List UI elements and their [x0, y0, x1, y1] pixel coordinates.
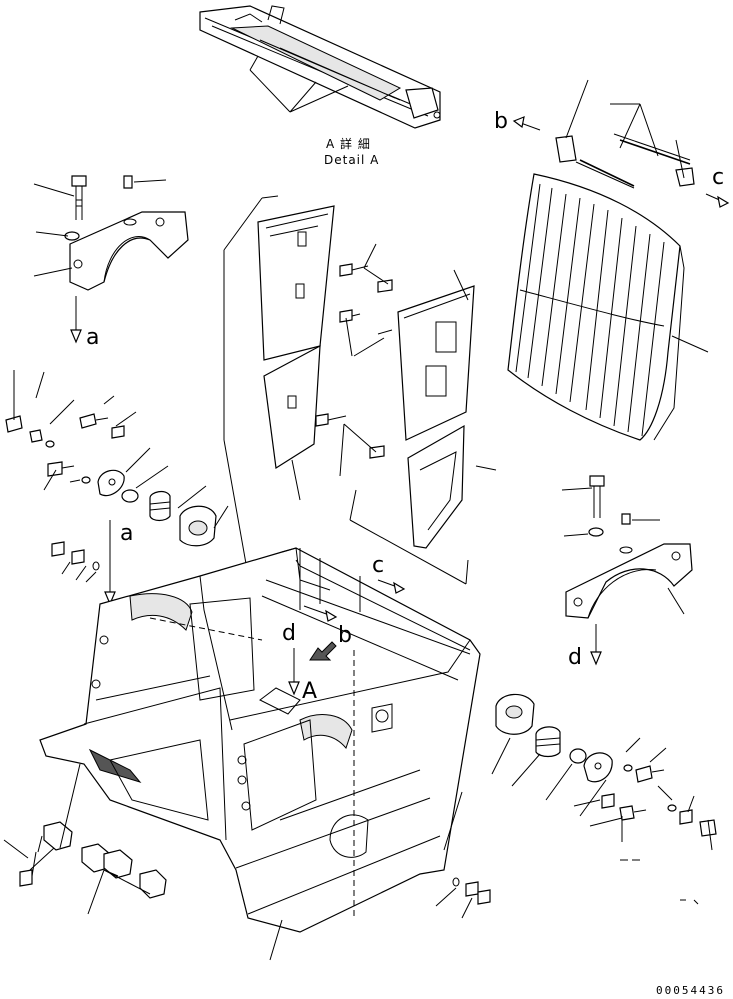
bearing-cap-right — [565, 543, 693, 619]
cap-bolt-right — [588, 475, 631, 537]
frame-leader-bottom — [269, 919, 283, 961]
detail-a-leaders — [249, 55, 349, 113]
liner-plate-lower — [263, 344, 321, 470]
liner-bolts — [315, 263, 393, 459]
lower-left-leaders — [3, 763, 151, 915]
screen-leaders — [565, 79, 709, 353]
lower-left-clamps — [19, 821, 167, 899]
main-frame — [39, 547, 481, 933]
left-hardware — [5, 413, 217, 571]
label-b-top: b — [494, 109, 508, 134]
liner-plate-right-lower — [407, 424, 465, 549]
bearing-cap-left — [69, 211, 189, 291]
liner-leaders — [223, 195, 497, 621]
label-a-top: a — [86, 325, 99, 350]
label-b-frame: b — [338, 623, 352, 648]
label-a-mid: a — [120, 521, 133, 546]
part-number: 00054436 — [656, 984, 725, 997]
detail-label-en: Detail A — [324, 153, 379, 167]
view-arrow-A — [309, 641, 337, 661]
right-hardware-leaders — [435, 737, 713, 919]
label-d-right: d — [568, 645, 582, 670]
screen-fasteners — [555, 133, 695, 189]
section-bracket — [349, 489, 469, 585]
right-lower-hardware — [452, 693, 717, 905]
liner-plate-right-upper — [397, 285, 475, 441]
detail-a-rail — [199, 5, 441, 129]
tick-marks — [620, 859, 699, 905]
frame-center-dashes — [149, 617, 355, 920]
curved-screen — [507, 173, 685, 441]
left-hardware-leaders — [13, 370, 229, 583]
label-c-frame: c — [372, 553, 384, 578]
cap-right-leaders — [561, 487, 685, 615]
label-A-frame: A — [302, 679, 317, 704]
label-d-frame: d — [282, 621, 296, 646]
cap-left-leaders — [33, 179, 167, 277]
detail-label-jp: A 詳 細 — [326, 136, 371, 151]
liner-plate-upper — [257, 205, 335, 361]
label-c-top: c — [712, 165, 724, 190]
